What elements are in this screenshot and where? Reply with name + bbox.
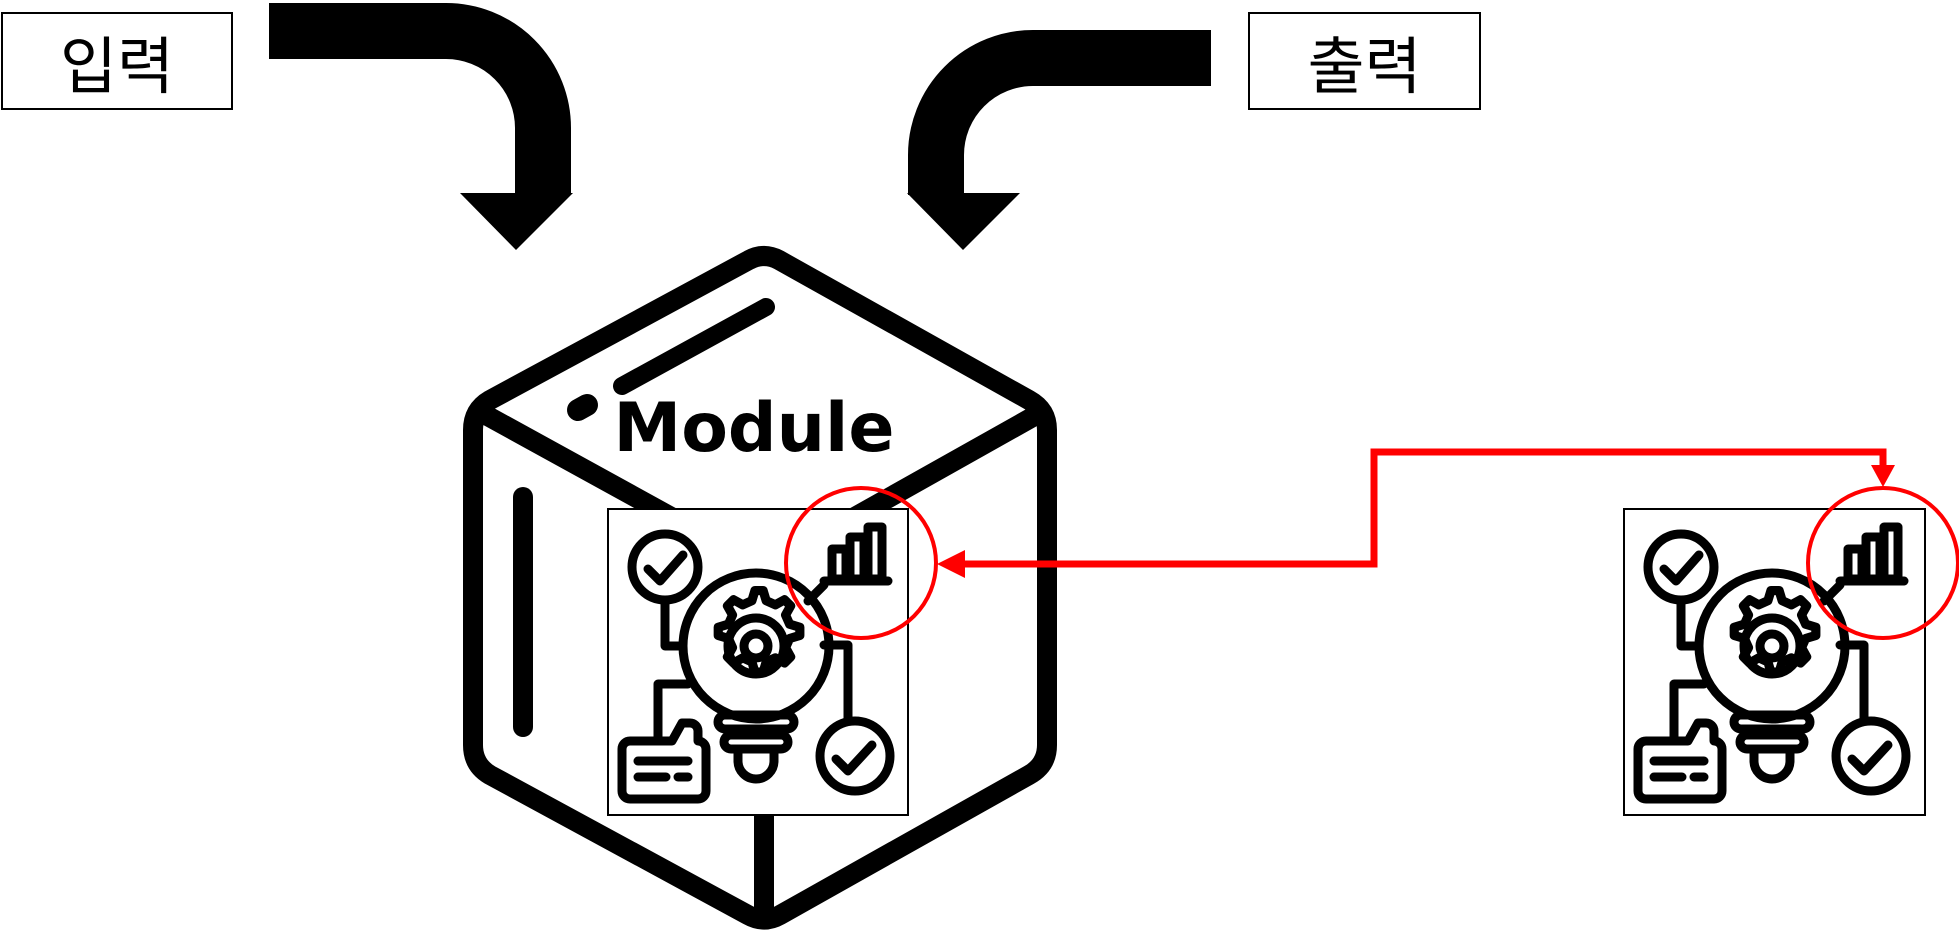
idea-box-output: [1623, 508, 1926, 816]
output-label: 출력: [1307, 30, 1422, 103]
input-label: 입력: [59, 30, 175, 103]
highlight-circle-module: [784, 486, 938, 640]
highlight-circle-output: [1806, 486, 1959, 640]
module-label: Module: [614, 389, 895, 468]
output-label-box: 출력: [1248, 12, 1481, 110]
red-connector-arrow: [937, 448, 1895, 578]
output-arrow: [907, 30, 1211, 250]
input-arrow: [269, 3, 573, 250]
input-label-box: 입력: [1, 12, 233, 110]
idea-box-module: [607, 508, 909, 816]
